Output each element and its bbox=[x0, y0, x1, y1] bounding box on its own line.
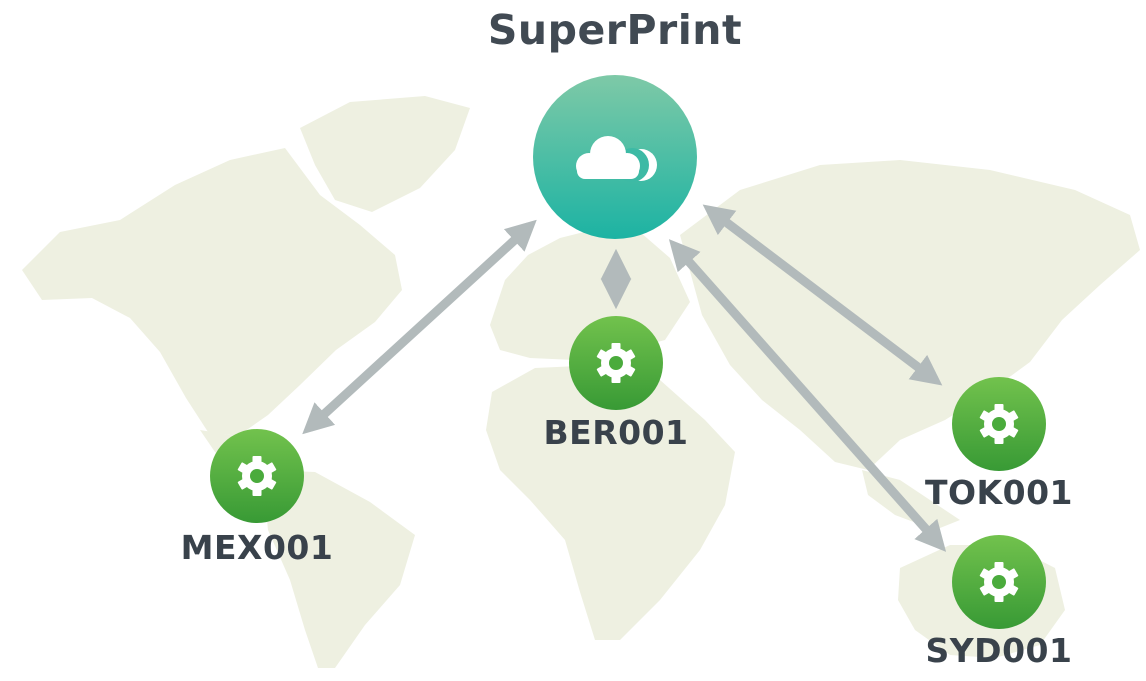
node-label-ber: BER001 bbox=[543, 413, 689, 452]
node-label-syd: SYD001 bbox=[925, 631, 1073, 670]
gear-icon bbox=[979, 404, 1019, 444]
cloud-icon bbox=[576, 136, 657, 182]
map-greenland bbox=[300, 96, 470, 212]
node-syd[interactable] bbox=[952, 535, 1046, 629]
map-south-america bbox=[262, 470, 415, 668]
connector-hub-syd bbox=[668, 239, 947, 552]
node-mex[interactable] bbox=[210, 429, 304, 523]
node-label-mex: MEX001 bbox=[180, 528, 334, 567]
map-asia bbox=[680, 160, 1140, 470]
connections bbox=[302, 204, 947, 552]
node-ber[interactable] bbox=[569, 316, 663, 410]
gear-icon bbox=[596, 343, 636, 383]
node-label-tok: TOK001 bbox=[924, 473, 1074, 512]
gear-icon bbox=[237, 456, 277, 496]
superprint-hub[interactable] bbox=[533, 75, 697, 239]
connector-hub-mex bbox=[302, 219, 537, 435]
node-tok[interactable] bbox=[952, 377, 1046, 471]
gear-icon bbox=[979, 562, 1019, 602]
diagram-title: SuperPrint bbox=[487, 6, 743, 54]
